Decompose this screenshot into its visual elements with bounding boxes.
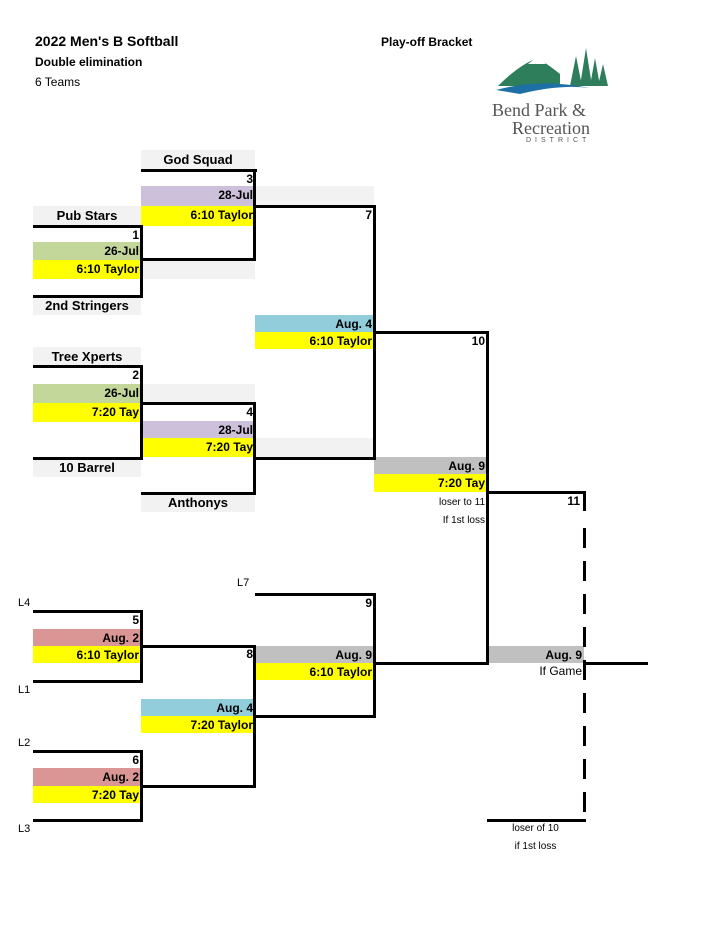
- champion-line: [584, 662, 648, 665]
- bracket-line: [140, 750, 143, 822]
- bracket-line: [140, 365, 143, 460]
- bracket-line: [253, 402, 256, 495]
- game-6-number: 6: [132, 753, 139, 767]
- logo-text-line1: Bend Park &: [492, 100, 586, 120]
- game-4-number: 4: [246, 405, 253, 419]
- game-3-date: 28-Jul: [141, 186, 255, 206]
- bracket-line: [255, 593, 376, 596]
- game-11-if-game: If Game: [539, 664, 582, 678]
- filler: [255, 438, 374, 458]
- bracket-line: [487, 819, 586, 822]
- game-8-date: Aug. 4: [141, 699, 255, 716]
- bracket-line: [255, 205, 376, 208]
- game-1-date: 26-Jul: [33, 242, 141, 260]
- game-10-number: 10: [471, 334, 485, 348]
- team-2nd-stringers: 2nd Stringers: [33, 296, 141, 315]
- if-game-dashed-line: [583, 528, 586, 820]
- bracket-line: [33, 225, 143, 228]
- team-pub-stars: Pub Stars: [33, 206, 141, 225]
- game-2-number: 2: [132, 368, 139, 382]
- bracket-line: [486, 331, 489, 665]
- game-9-date: Aug. 9: [255, 646, 374, 663]
- game-5-number: 5: [132, 613, 139, 627]
- loser-label-l7: L7: [237, 577, 250, 589]
- game-10-date: Aug. 9: [374, 457, 487, 474]
- game-11-number: 11: [567, 494, 580, 508]
- filler: [255, 186, 374, 206]
- loser-label-l2: L2: [18, 737, 31, 749]
- game-6-time: 7:20 Tay: [33, 786, 141, 803]
- bracket-line: [141, 169, 257, 172]
- game-3-time: 6:10 Taylor: [141, 206, 255, 226]
- game-1-time: 6:10 Taylor: [33, 260, 141, 279]
- bracket-line: [487, 491, 586, 494]
- game-5-time: 6:10 Taylor: [33, 646, 141, 663]
- bracket-title: Play-off Bracket: [381, 35, 473, 49]
- logo: Bend Park & Recreation DISTRICT: [490, 44, 625, 148]
- game-7-number: 7: [365, 208, 372, 222]
- game-4-time: 7:20 Tay: [141, 438, 255, 457]
- page-title: 2022 Men's B Softball: [35, 33, 179, 49]
- game-10-note1: loser to 11: [439, 497, 485, 508]
- bracket-line: [141, 258, 256, 261]
- bracket-line: [255, 457, 375, 460]
- game-7-time: 6:10 Taylor: [255, 332, 374, 349]
- game-3-number: 3: [246, 172, 253, 186]
- game-9-number: 9: [365, 596, 372, 610]
- game-11-date: Aug. 9: [487, 646, 584, 663]
- logo-trees-icon: [496, 48, 608, 94]
- game-9-time: 6:10 Taylor: [255, 663, 374, 680]
- game-11-note1: loser of 10: [512, 823, 559, 834]
- bracket-line: [140, 225, 143, 298]
- bracket-line: [33, 750, 143, 753]
- game-4-date: 28-Jul: [141, 421, 255, 438]
- bracket-line: [141, 402, 256, 405]
- bracket-line: [253, 169, 256, 260]
- bracket-line: [141, 492, 256, 495]
- game-8-number: 8: [246, 647, 253, 661]
- game-5-date: Aug. 2: [33, 629, 141, 646]
- game-10-time: 7:20 Tay: [374, 474, 487, 492]
- bracket-line: [374, 331, 489, 334]
- team-tree-xperts: Tree Xperts: [33, 347, 141, 366]
- bracket-line: [33, 295, 143, 298]
- team-anthonys: Anthonys: [141, 493, 255, 512]
- bracket-line: [33, 457, 143, 460]
- bracket-line: [33, 610, 143, 613]
- team-10-barrel: 10 Barrel: [33, 458, 141, 477]
- loser-label-l4: L4: [18, 597, 31, 609]
- bracket-line: [583, 491, 586, 511]
- filler: [141, 384, 255, 403]
- bracket-line: [33, 819, 143, 822]
- loser-label-l1: L1: [18, 684, 31, 696]
- loser-label-l3: L3: [18, 823, 31, 835]
- game-10-note2: If 1st loss: [442, 515, 485, 526]
- bracket-line: [255, 715, 376, 718]
- bracket-line: [141, 785, 256, 788]
- logo-text-line2: Recreation: [512, 118, 590, 138]
- game-7-date: Aug. 4: [255, 315, 374, 332]
- bracket-line: [141, 645, 256, 648]
- team-god-squad: God Squad: [141, 150, 255, 169]
- teams-count: 6 Teams: [35, 75, 81, 89]
- logo-text-line3: DISTRICT: [526, 137, 591, 144]
- bracket-line: [33, 365, 143, 368]
- bracket-line: [33, 680, 143, 683]
- game-6-date: Aug. 2: [33, 768, 141, 786]
- bracket-line: [373, 593, 376, 718]
- bracket-line: [374, 662, 489, 665]
- filler: [141, 260, 255, 279]
- game-11-note2: if 1st loss: [514, 841, 557, 852]
- subtitle: Double elimination: [35, 55, 143, 69]
- game-2-date: 26-Jul: [33, 384, 141, 403]
- bracket-line: [253, 645, 256, 788]
- game-2-time: 7:20 Tay: [33, 403, 141, 422]
- game-1-number: 1: [132, 228, 139, 242]
- game-8-time: 7:20 Taylor: [141, 716, 255, 733]
